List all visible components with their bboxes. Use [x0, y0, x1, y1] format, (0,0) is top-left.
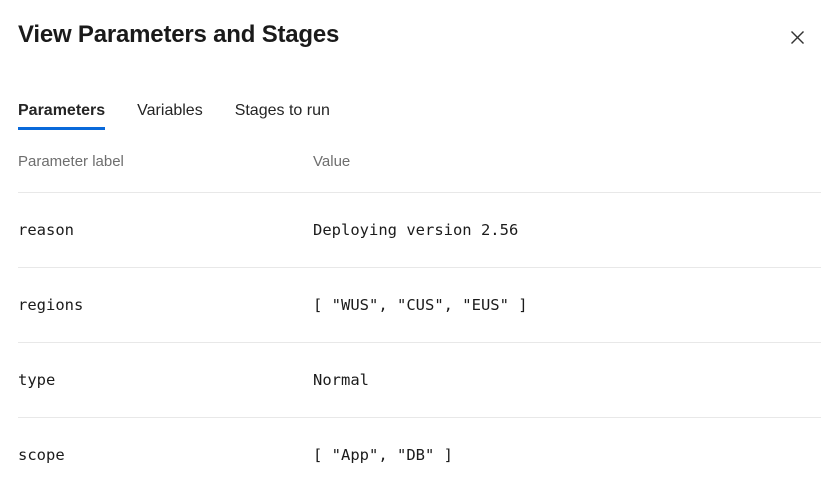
column-header-parameter-label: Parameter label [18, 152, 124, 170]
column-header-value: Value [313, 152, 351, 170]
close-icon [791, 31, 804, 44]
tab-bar: Parameters Variables Stages to run [18, 100, 821, 130]
table-row: scope [ "App", "DB" ] [18, 418, 821, 487]
table-header: Parameter label Value [18, 130, 821, 193]
parameter-label-cell: type [18, 371, 56, 389]
tab-stages-to-run[interactable]: Stages to run [234, 102, 330, 119]
tab-variables[interactable]: Variables [137, 102, 203, 119]
table-row: reason Deploying version 2.56 [18, 193, 821, 268]
table-row: type Normal [18, 343, 821, 418]
parameter-label-cell: scope [18, 446, 65, 464]
parameter-label-cell: regions [18, 296, 84, 314]
table-row: regions [ "WUS", "CUS", "EUS" ] [18, 268, 821, 343]
parameter-value-cell: Normal [313, 371, 369, 389]
tab-parameters[interactable]: Parameters [18, 100, 106, 130]
dialog-header: View Parameters and Stages [18, 20, 821, 50]
dialog-title: View Parameters and Stages [18, 21, 340, 48]
parameter-value-cell: [ "App", "DB" ] [313, 446, 453, 464]
parameter-value-cell: Deploying version 2.56 [313, 221, 519, 239]
parameter-table: reason Deploying version 2.56 regions [ "WU… [18, 193, 821, 487]
parameter-value-cell: [ "WUS", "CUS", "EUS" ] [313, 296, 528, 314]
parameter-label-cell: reason [18, 221, 74, 239]
close-button[interactable] [786, 26, 809, 49]
